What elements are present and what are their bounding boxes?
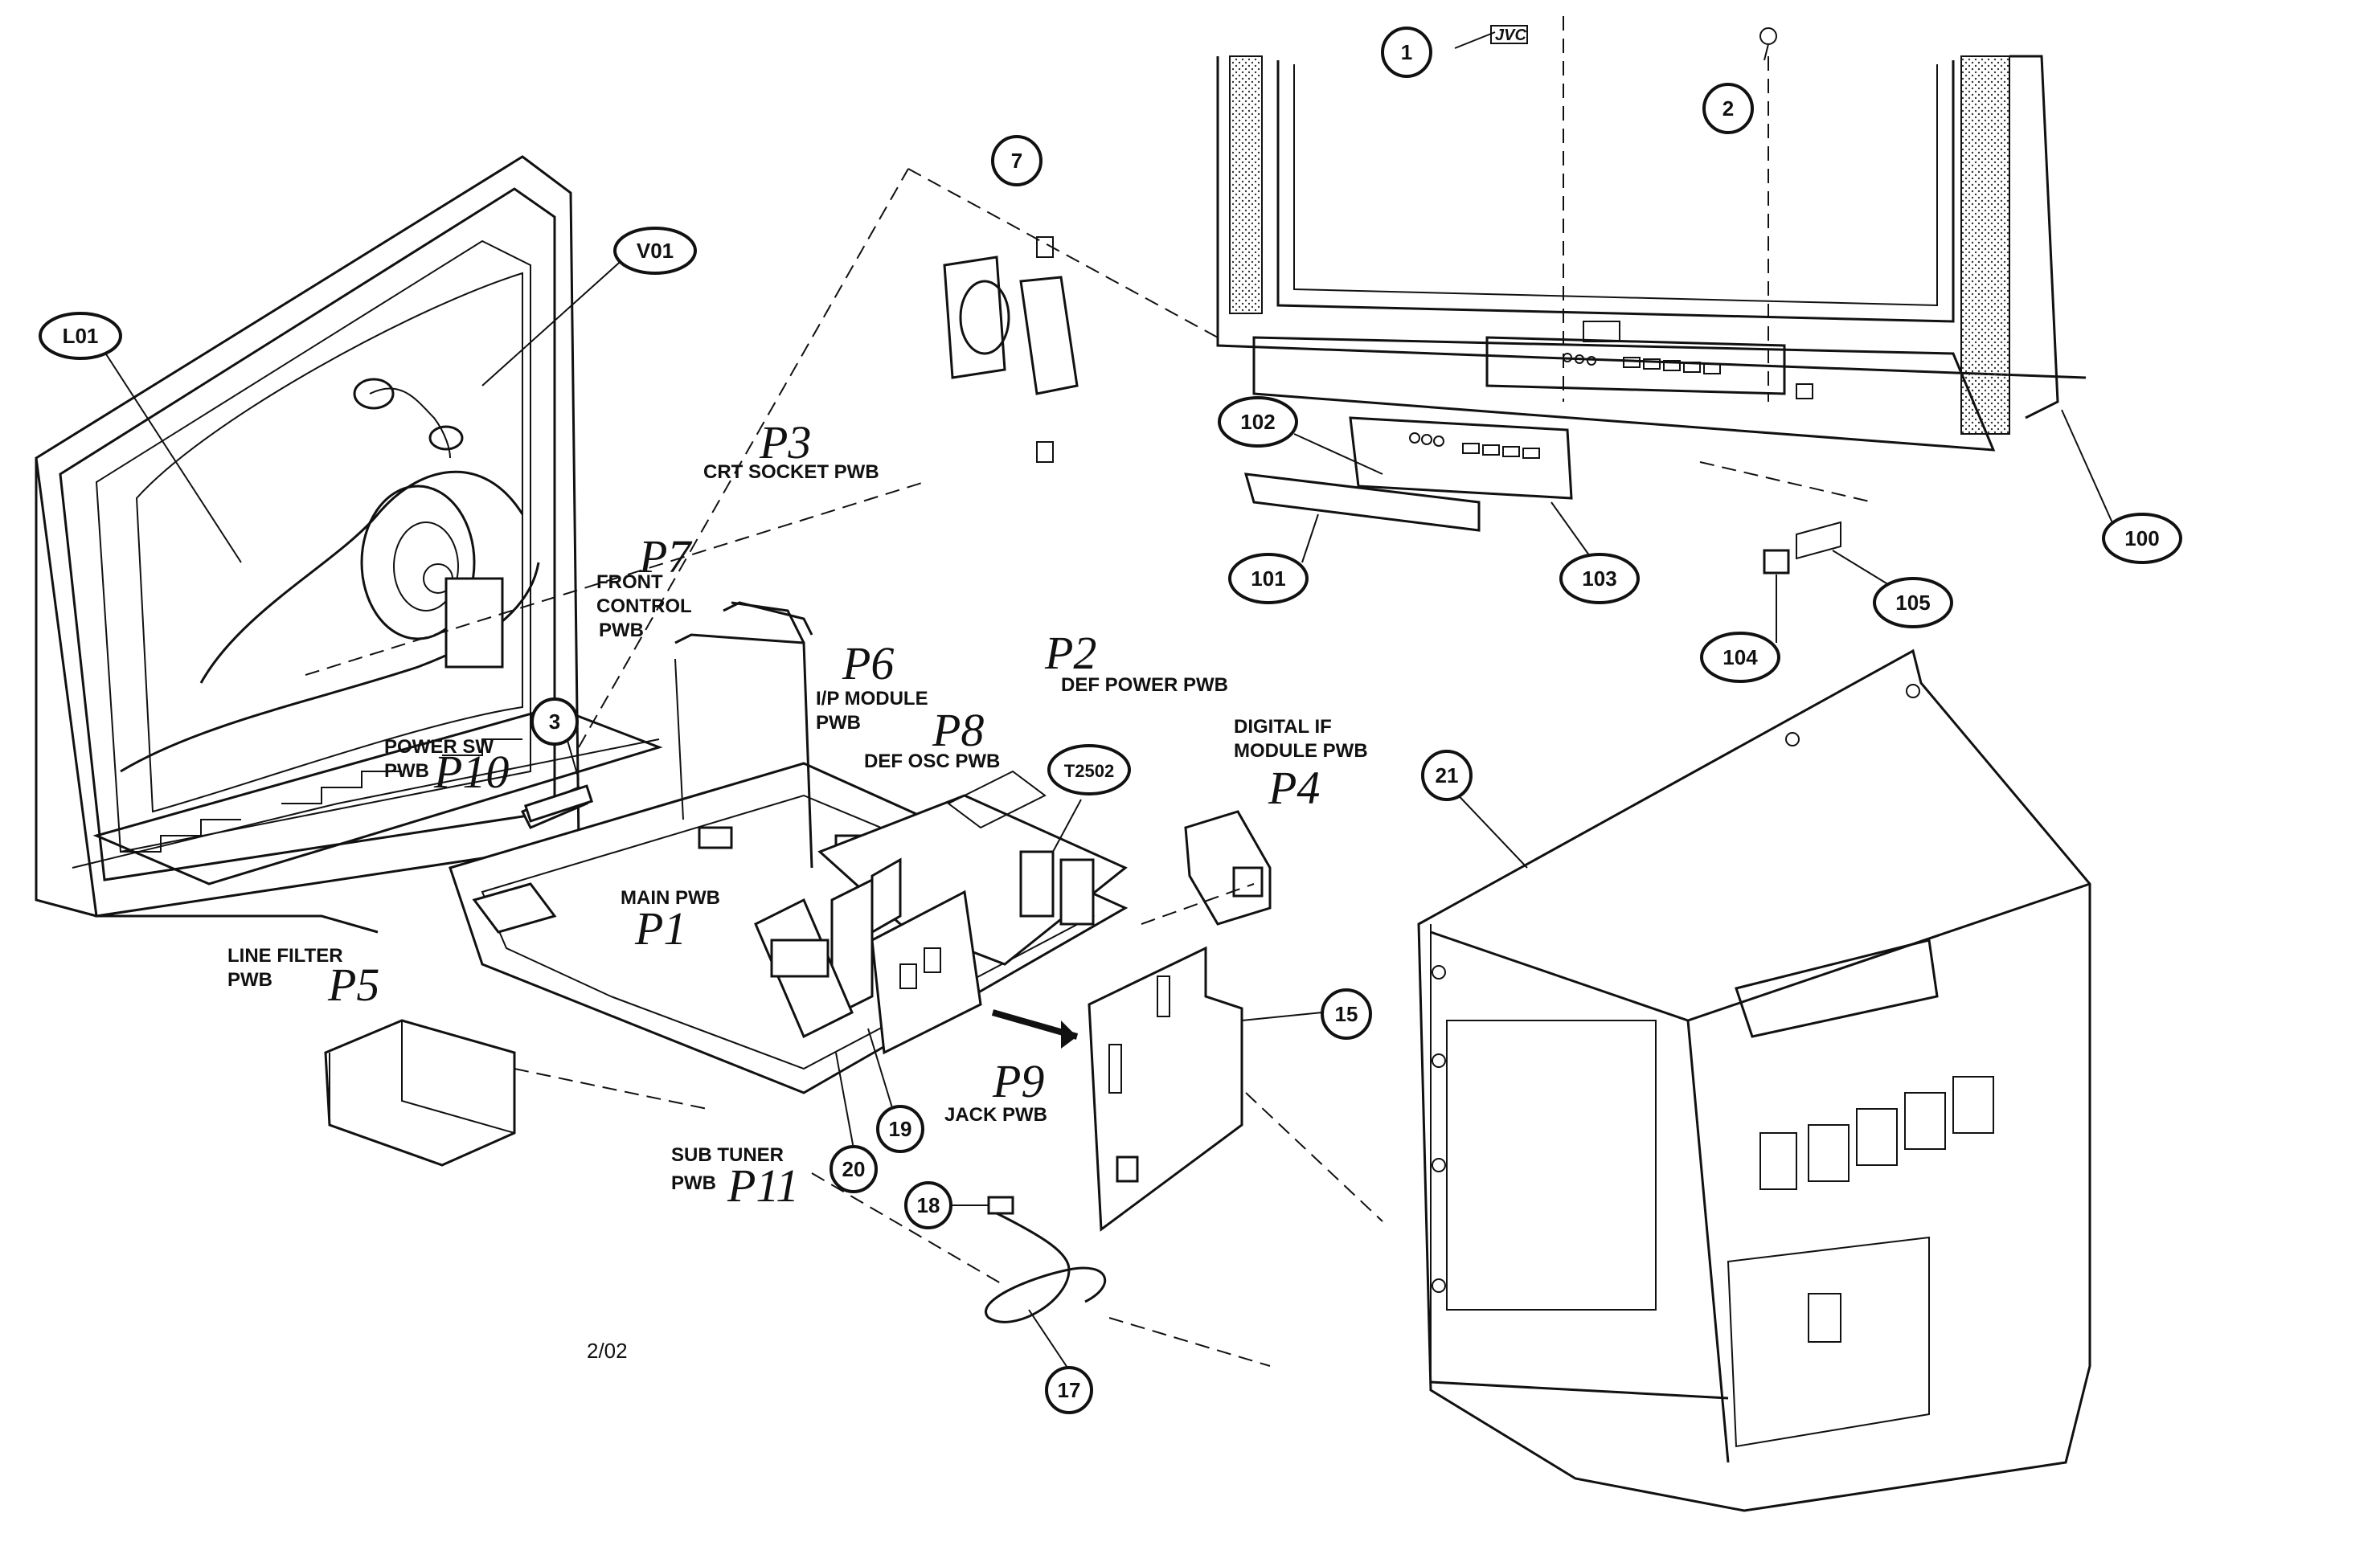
svg-text:15: 15 xyxy=(1335,1002,1358,1026)
svg-text:21: 21 xyxy=(1436,763,1459,787)
svg-text:105: 105 xyxy=(1895,591,1930,615)
callout-100: 100 xyxy=(2102,513,2182,564)
svg-text:7: 7 xyxy=(1011,149,1022,173)
sub-tuner-pwb xyxy=(754,898,854,1039)
screw-2 xyxy=(1759,27,1777,61)
crt-tube xyxy=(135,272,523,813)
label-power-sw-1: POWER SW xyxy=(384,736,494,758)
label-main-pwb: MAIN PWB xyxy=(621,887,720,909)
svg-text:V01: V01 xyxy=(637,239,674,263)
def-power-pwb xyxy=(817,770,1128,966)
jvc-logo-badge: JVC xyxy=(1490,25,1528,44)
label-digital-if-2: MODULE PWB xyxy=(1234,740,1368,762)
input-terminal-board xyxy=(1088,946,1243,1232)
label-front-control-2: CONTROL xyxy=(596,595,692,617)
callout-103: 103 xyxy=(1559,553,1640,604)
svg-text:19: 19 xyxy=(889,1117,912,1141)
callout-19: 19 xyxy=(876,1105,924,1153)
power-cord xyxy=(985,1196,1107,1323)
deflection-yoke-wires xyxy=(120,378,540,773)
chassis-tray xyxy=(92,706,663,885)
jvc-logo: JVC xyxy=(1495,27,1526,44)
hand-p8: P8 xyxy=(932,704,984,756)
hand-p5: P5 xyxy=(327,959,379,1011)
callout-15: 15 xyxy=(1321,988,1372,1040)
label-ip-module-2: PWB xyxy=(816,712,861,734)
label-power-sw-2: PWB xyxy=(384,760,429,782)
svg-text:1: 1 xyxy=(1401,40,1412,64)
label-line-filter-1: LINE FILTER xyxy=(227,945,343,967)
footer-date: 2/02 xyxy=(587,1339,628,1363)
callout-102: 102 xyxy=(1218,396,1298,448)
label-digital-if-1: DIGITAL IF xyxy=(1234,716,1332,738)
label-jack-pwb: JACK PWB xyxy=(944,1104,1047,1126)
callout-T2502: T2502 xyxy=(1047,744,1131,795)
label-def-osc-pwb: DEF OSC PWB xyxy=(864,751,1000,772)
label-line-filter-2: PWB xyxy=(227,969,272,991)
callout-20: 20 xyxy=(830,1145,878,1193)
callout-18: 18 xyxy=(904,1181,952,1229)
hand-p7: P7 xyxy=(638,530,692,583)
svg-text:20: 20 xyxy=(842,1157,866,1181)
hand-p4: P4 xyxy=(1268,762,1320,814)
hand-p1: P1 xyxy=(634,902,686,955)
front-control-connector xyxy=(520,784,594,829)
callout-3: 3 xyxy=(530,697,579,746)
svg-text:L01: L01 xyxy=(63,324,99,348)
svg-text:101: 101 xyxy=(1251,566,1285,591)
hand-p9: P9 xyxy=(992,1055,1044,1107)
door-panel xyxy=(1243,472,1481,532)
svg-text:T2502: T2502 xyxy=(1064,761,1114,781)
hand-p3: P3 xyxy=(759,416,811,468)
callout-17: 17 xyxy=(1045,1366,1093,1414)
def-osc-pwb xyxy=(870,857,902,935)
callout-105: 105 xyxy=(1873,577,1953,628)
svg-text:100: 100 xyxy=(2124,526,2159,550)
label-front-control-3: PWB xyxy=(599,620,644,641)
push-button-104 xyxy=(1763,521,1841,575)
crt-socket-pwb xyxy=(444,577,504,669)
line-filter-pwb xyxy=(324,1019,516,1167)
label-def-power-pwb: DEF POWER PWB xyxy=(1061,674,1228,696)
label-front-control-1: FRONT xyxy=(596,571,663,593)
svg-text:18: 18 xyxy=(917,1193,940,1217)
callout-L01: L01 xyxy=(39,312,122,360)
svg-text:2: 2 xyxy=(1723,96,1734,121)
tv-front-cabinet xyxy=(1216,55,2087,452)
callout-104: 104 xyxy=(1700,632,1780,683)
label-crt-socket-pwb: CRT SOCKET PWB xyxy=(703,461,879,483)
hand-p11: P11 xyxy=(727,1160,799,1212)
speaker-assembly xyxy=(943,236,1079,463)
label-ip-module-1: I/P MODULE xyxy=(816,688,928,710)
label-sub-tuner-1: SUB TUNER xyxy=(671,1144,784,1166)
svg-text:3: 3 xyxy=(549,710,560,734)
svg-text:17: 17 xyxy=(1058,1378,1081,1402)
hand-p6: P6 xyxy=(842,637,894,689)
hand-p10: P10 xyxy=(433,746,509,798)
svg-text:104: 104 xyxy=(1723,645,1758,669)
callout-21: 21 xyxy=(1421,750,1473,801)
callout-1: 1 xyxy=(1381,27,1432,78)
power-sw-pwb xyxy=(472,882,557,934)
callout-2: 2 xyxy=(1702,83,1754,134)
assembly-arrow xyxy=(991,1009,1079,1049)
callout-V01: V01 xyxy=(613,227,697,275)
svg-text:103: 103 xyxy=(1582,566,1616,591)
rear-cover xyxy=(1417,648,2091,1512)
svg-text:102: 102 xyxy=(1240,410,1275,434)
jack-pwb xyxy=(870,890,982,1055)
digital-if-module xyxy=(1184,810,1272,926)
label-sub-tuner-2: PWB xyxy=(671,1172,716,1194)
control-button-bar xyxy=(1349,416,1573,500)
callout-7: 7 xyxy=(991,135,1043,186)
hand-p2: P2 xyxy=(1044,627,1096,679)
callout-101: 101 xyxy=(1228,553,1309,604)
shield-brackets xyxy=(674,601,813,869)
